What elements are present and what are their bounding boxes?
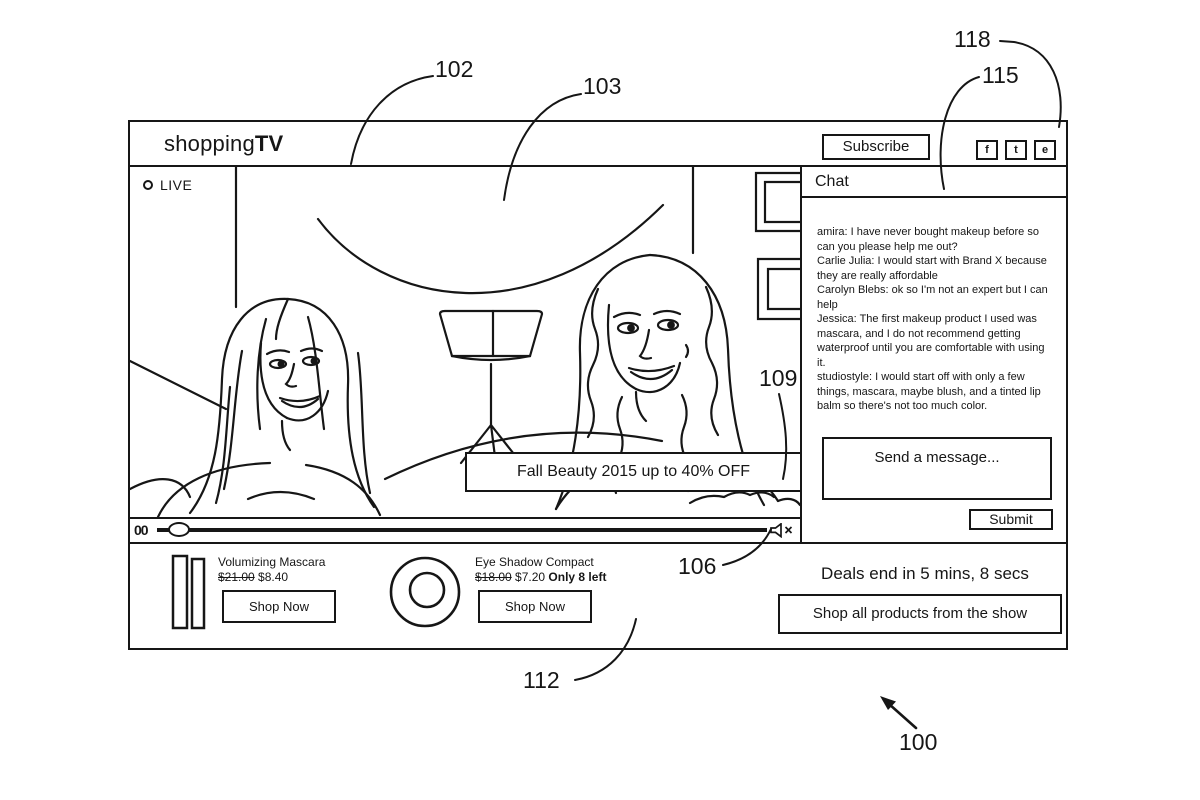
twitter-icon[interactable]: t [1005, 140, 1027, 160]
left-presenter-drawing [130, 299, 380, 517]
wall-frames [756, 173, 800, 319]
video-scrubber[interactable]: 00 [130, 517, 800, 542]
facebook-icon[interactable]: f [976, 140, 998, 160]
product-price: $18.00 $7.20 Only 8 left [475, 570, 606, 585]
chat-message: Jessica: The first makeup product I used… [817, 313, 1045, 369]
subscribe-button[interactable]: Subscribe [822, 134, 930, 160]
ref-label-115: 115 [982, 62, 1019, 88]
promo-banner: Fall Beauty 2015 up to 40% OFF [465, 452, 800, 492]
chat-message-input[interactable]: Send a message... [822, 437, 1052, 500]
app-logo: shoppingTV [164, 131, 283, 157]
shop-now-button[interactable]: Shop Now [222, 590, 336, 623]
ref-label-109: 109 [759, 365, 798, 391]
chat-panel: Chat amira: I have never bought makeup b… [800, 167, 1066, 542]
chat-message: studiostyle: I would start off with only… [817, 371, 1041, 413]
stock-note: Only 8 left [548, 570, 607, 584]
progress-bar[interactable] [157, 528, 767, 532]
live-indicator: LIVE [143, 177, 192, 193]
social-links: f t e [976, 140, 1056, 160]
couch-outline [385, 433, 662, 479]
chat-message: Carolyn Blebs: ok so I'm not an expert b… [817, 284, 1048, 311]
arrow-100 [880, 696, 918, 730]
ref-label-118: 118 [954, 26, 991, 52]
mascara-icon [171, 554, 207, 632]
chat-message: Carlie Julia: I would start with Brand X… [817, 255, 1047, 282]
chat-message: amira: I have never bought makeup before… [817, 226, 1039, 253]
old-price: $21.00 [218, 570, 255, 584]
product-name: Eye Shadow Compact [475, 555, 594, 569]
logo-text-bold: TV [254, 131, 284, 156]
video-illustration [130, 167, 800, 517]
ceiling-swoosh [318, 205, 663, 293]
deals-countdown: Deals end in 5 mins, 8 secs [821, 564, 1029, 583]
old-price: $18.00 [475, 570, 512, 584]
mute-icon[interactable] [770, 523, 796, 538]
live-label: LIVE [160, 177, 193, 193]
sale-price: $7.20 [515, 570, 546, 584]
logo-text: shopping [164, 131, 255, 156]
shop-all-button[interactable]: Shop all products from the show [778, 594, 1062, 634]
chat-submit-button[interactable]: Submit [969, 509, 1053, 530]
email-icon[interactable]: e [1034, 140, 1056, 160]
product-name: Volumizing Mascara [218, 555, 326, 569]
ref-label-106: 106 [678, 553, 717, 579]
chat-title: Chat [802, 167, 1066, 198]
shop-now-button[interactable]: Shop Now [478, 590, 592, 623]
header-bar: shoppingTV Subscribe f t e [130, 122, 1066, 167]
chat-message-list: amira: I have never bought makeup before… [817, 225, 1056, 414]
ref-label-112: 112 [523, 667, 560, 693]
product-info: Volumizing Mascara $21.00 $8.40 [218, 555, 325, 585]
live-dot-icon [143, 180, 153, 190]
ref-label-103: 103 [583, 73, 622, 99]
ref-label-102: 102 [435, 56, 474, 82]
ref-label-100: 100 [899, 729, 938, 755]
playhead-handle[interactable] [168, 522, 190, 537]
product-info: Eye Shadow Compact $18.00 $7.20 Only 8 l… [475, 555, 606, 585]
compact-icon [388, 553, 464, 631]
product-price: $21.00 $8.40 [218, 570, 325, 585]
wall-diagonal-line [130, 361, 226, 409]
sale-price: $8.40 [258, 570, 289, 584]
product-strip: Volumizing Mascara $21.00 $8.40 Shop Now… [130, 542, 1066, 648]
time-label: 00 [134, 522, 149, 538]
video-player: LIVE Fall Beauty 2015 up to 40% OFF 00 [130, 167, 800, 542]
shopping-tv-window: shoppingTV Subscribe f t e [128, 120, 1068, 650]
